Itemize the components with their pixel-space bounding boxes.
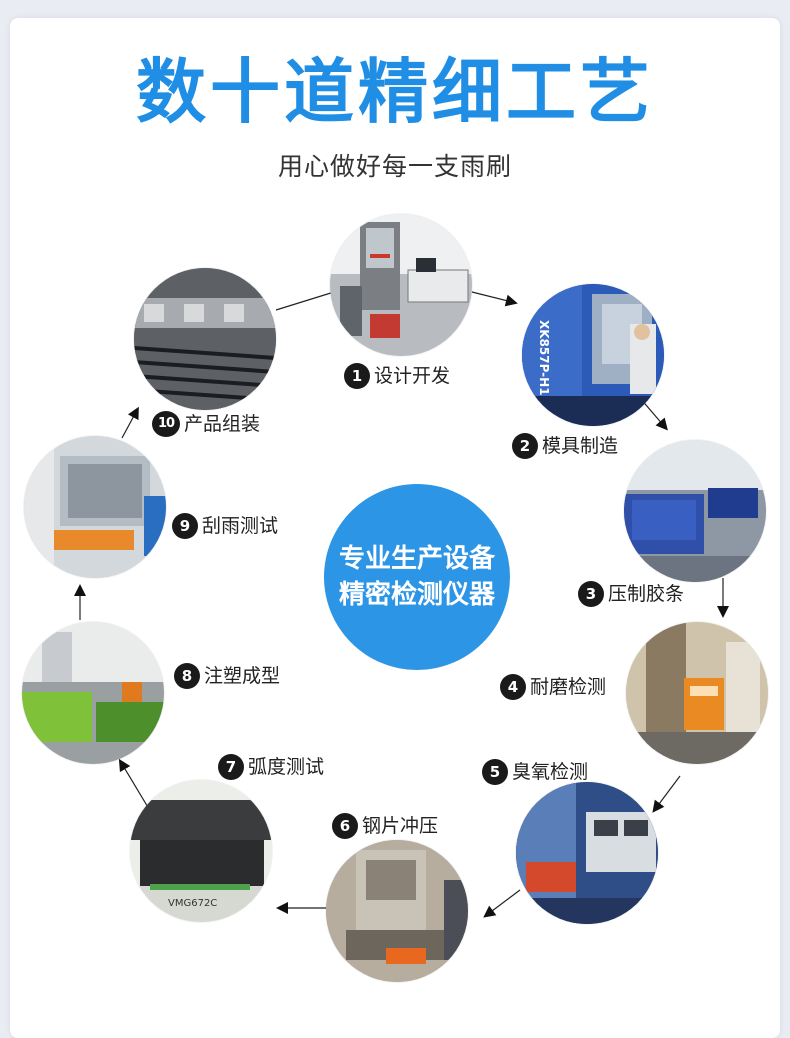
step-text-2: 模具制造: [542, 435, 619, 457]
photo-arc-tester: VMG672C: [130, 780, 272, 922]
step-label-7: 7 弧度测试: [218, 753, 324, 781]
center-line-1: 专业生产设备: [338, 544, 495, 574]
step-number-9: 9: [172, 513, 198, 539]
photo-assembly-line: [134, 268, 276, 410]
step-text-6: 钢片冲压: [362, 815, 439, 837]
arrow-1-2: [471, 291, 518, 307]
center-highlight-circle: 专业生产设备 精密检测仪器: [324, 484, 510, 670]
step-text-4: 耐磨检测: [530, 676, 607, 698]
photo-rubber-press: [624, 440, 766, 582]
step-number-6: 6: [332, 813, 358, 839]
machine-model-text-7: VMG672C: [168, 898, 217, 909]
photo-injection-molding: [22, 622, 164, 764]
photo-wear-tester: [626, 622, 768, 764]
step-number-5: 5: [482, 759, 508, 785]
step-number-4: 4: [500, 674, 526, 700]
step-label-2: 2 模具制造: [512, 432, 618, 460]
photo-steel-stamping: [326, 840, 468, 982]
step-number-7: 7: [218, 754, 244, 780]
step-text-3: 压制胶条: [608, 583, 685, 605]
center-line-2: 精密检测仪器: [338, 580, 495, 610]
step-number-1: 1: [344, 363, 370, 389]
step-number-2: 2: [512, 433, 538, 459]
step-text-8: 注塑成型: [204, 665, 281, 687]
arrow-4-5: [652, 775, 681, 813]
step-text-7: 弧度测试: [248, 756, 325, 778]
photo-design-office: [330, 214, 472, 356]
step-number-3: 3: [578, 581, 604, 607]
step-number-10: 10: [152, 411, 180, 437]
step-label-5: 5 臭氧检测: [482, 758, 588, 786]
step-text-5: 臭氧检测: [512, 761, 589, 783]
page-title: 数十道精细工艺: [136, 51, 654, 133]
machine-model-text: XK857P-H1: [537, 320, 551, 396]
step-label-8: 8 注塑成型: [174, 662, 280, 690]
step-text-9: 刮雨测试: [202, 515, 279, 537]
step-label-6: 6 钢片冲压: [332, 812, 438, 840]
photo-wiping-test: [24, 436, 166, 578]
photo-mold-machine: XK857P-H1: [522, 284, 664, 426]
step-number-8: 8: [174, 663, 200, 689]
page-subtitle: 用心做好每一支雨刷: [277, 152, 512, 181]
step-label-10: 10 产品组装: [152, 410, 260, 438]
step-label-4: 4 耐磨检测: [500, 673, 606, 701]
photo-ozone-tester: [516, 782, 658, 924]
step-text-10: 产品组装: [184, 413, 261, 435]
step-text-1: 设计开发: [374, 365, 451, 387]
step-label-3: 3 压制胶条: [578, 580, 684, 608]
arrow-5-6: [483, 889, 521, 918]
step-label-9: 9 刮雨测试: [172, 512, 278, 540]
step-label-1: 1 设计开发: [344, 362, 450, 390]
arrow-10-1: [275, 291, 335, 311]
arrow-9-10: [121, 406, 139, 439]
